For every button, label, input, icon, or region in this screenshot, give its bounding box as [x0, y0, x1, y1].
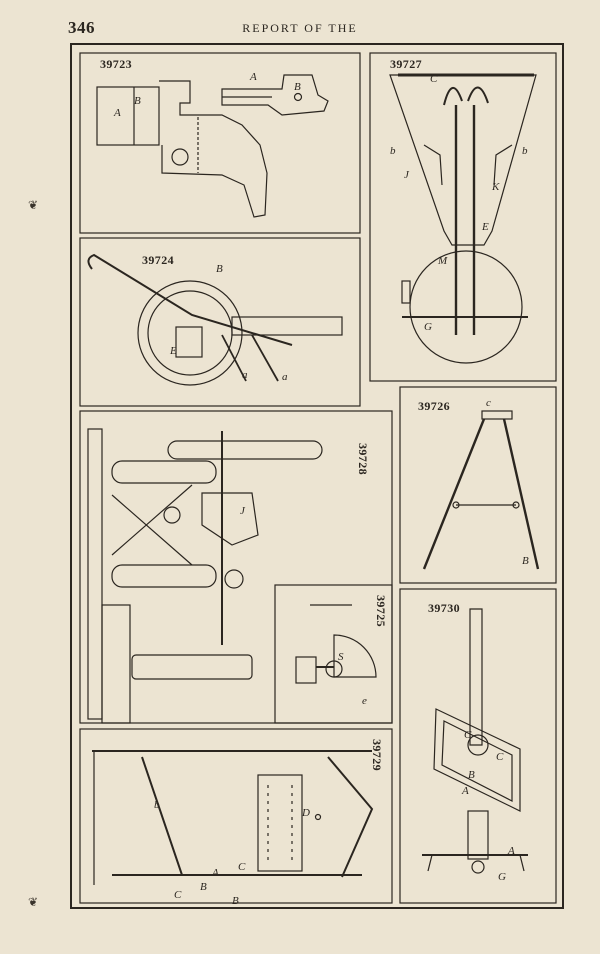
drawing-39723 [96, 74, 329, 218]
part-letter: e [362, 695, 367, 707]
figure-number-39730: 39730 [428, 601, 460, 615]
part-letter: J [404, 169, 409, 181]
part-letter: A [114, 107, 121, 119]
panel-39728 [79, 410, 393, 724]
part-letter: b [390, 145, 396, 157]
part-letter: B [468, 769, 475, 781]
part-letter: G [498, 871, 506, 883]
figure-number-39728: 39728 [356, 443, 370, 475]
part-letter: E [170, 345, 177, 357]
drawing-39726 [422, 410, 540, 570]
panel-39727 [369, 52, 557, 382]
panel-39730 [399, 588, 557, 904]
part-letter: C [464, 729, 472, 741]
running-head: REPORT OF THE [242, 21, 358, 35]
page-number: 346 [68, 18, 95, 37]
panel-39726 [399, 386, 557, 584]
panel-39723 [79, 52, 361, 234]
drawing-39730 [422, 608, 528, 874]
part-letter: J [240, 505, 245, 517]
figure-number-39725: 39725 [374, 595, 388, 627]
margin-mark: ❦ [28, 198, 39, 212]
part-letter: a [282, 371, 288, 383]
part-letter: b [522, 145, 528, 157]
part-letter: A [508, 845, 515, 857]
panel-39724 [79, 237, 361, 407]
part-letter: B [134, 95, 141, 107]
part-letter: B [216, 263, 223, 275]
part-letter: S [338, 651, 344, 663]
figure-number-39726: 39726 [418, 399, 450, 413]
part-letter: B [522, 555, 529, 567]
part-letter: K [492, 181, 500, 193]
figure-number-39723: 39723 [100, 57, 132, 71]
part-letter: E [482, 221, 489, 233]
part-letter: a [242, 369, 248, 381]
panel-39729 [79, 728, 393, 904]
plate-drawings [79, 52, 557, 904]
part-letter: c [486, 397, 491, 409]
engraving-plate: 39723 39727 39724 39726 39728 39725 3973… [70, 43, 564, 909]
part-letter: B [232, 895, 239, 907]
figure-number-39729: 39729 [370, 739, 384, 771]
part-letter: C [430, 73, 438, 85]
part-letter: M [438, 255, 448, 267]
drawing-39724 [87, 253, 343, 386]
part-letter: A [462, 785, 469, 797]
part-letter: G [424, 321, 432, 333]
figure-number-39724: 39724 [142, 253, 174, 267]
drawing-39725 [295, 604, 377, 684]
margin-mark: ❦ [28, 895, 39, 909]
drawing-39727 [389, 73, 537, 364]
panel-39725 [274, 584, 393, 724]
part-letter: A [250, 71, 257, 83]
part-letter: b [154, 799, 160, 811]
drawing-39729 [92, 750, 374, 885]
part-letter: C [174, 889, 182, 901]
drawing-39728 [87, 428, 323, 724]
part-letter: C [238, 861, 246, 873]
part-letter: B [294, 81, 301, 93]
figure-number-39727: 39727 [390, 57, 422, 71]
part-letter: C [496, 751, 504, 763]
part-letter: D [302, 807, 310, 819]
part-letter: A [212, 867, 219, 879]
part-letter: B [200, 881, 207, 893]
